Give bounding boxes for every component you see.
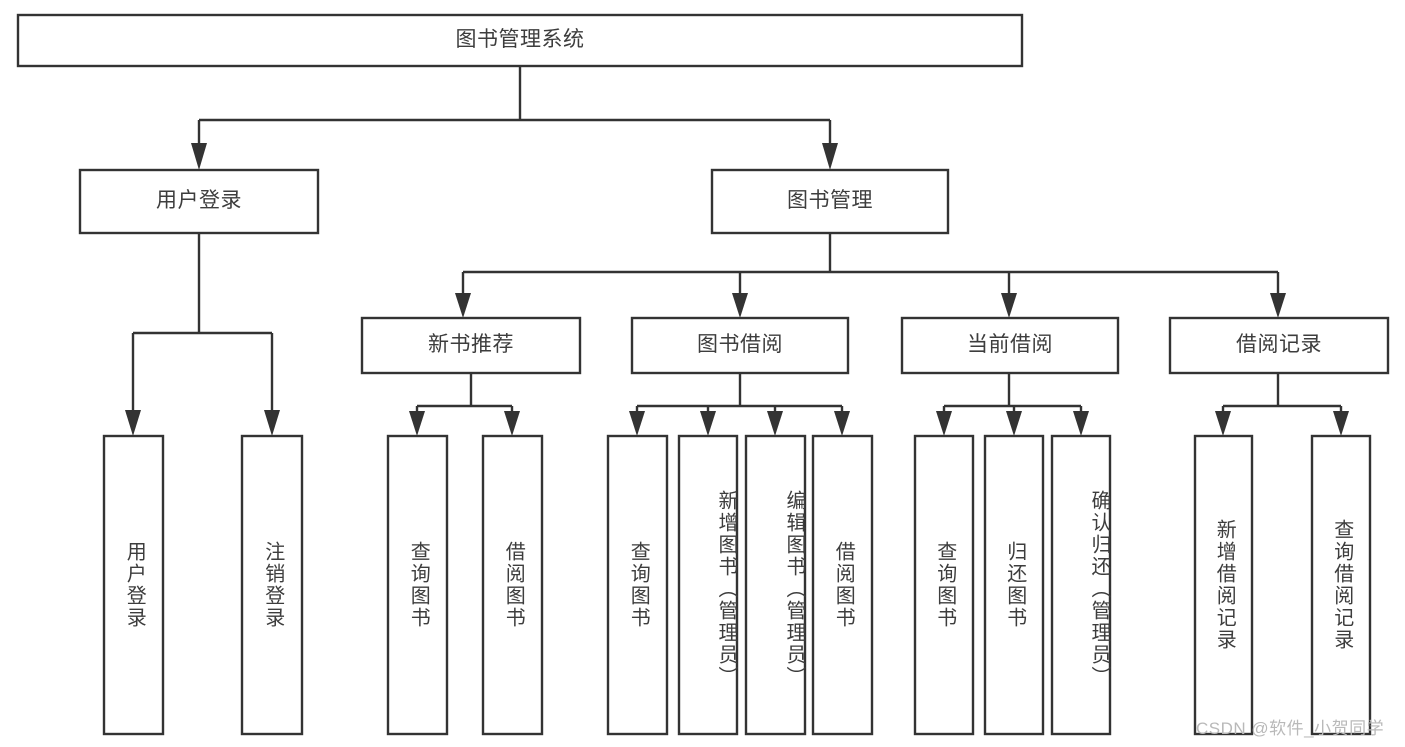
arrowhead-leaf-book-borrow-3 bbox=[767, 411, 783, 436]
arrowhead-leaf-book-borrow-4 bbox=[834, 411, 850, 436]
node-box-leaf-user-login-2[interactable] bbox=[240, 434, 304, 736]
node-box-leaf-current-borrow-1[interactable] bbox=[913, 434, 975, 736]
node-box-book-borrow[interactable] bbox=[630, 316, 850, 375]
node-box-leaf-user-login-1[interactable] bbox=[102, 434, 165, 736]
arrowhead-leaf-book-borrow-1 bbox=[629, 411, 645, 436]
arrowhead-user-login bbox=[191, 143, 207, 170]
node-box-leaf-book-borrow-1[interactable] bbox=[606, 434, 669, 736]
node-box-leaf-book-borrow-4[interactable] bbox=[811, 434, 874, 736]
watermark: CSDN @软件_小贺同学 bbox=[1196, 719, 1385, 738]
arrowhead-leaf-borrow-record-2 bbox=[1333, 411, 1349, 436]
arrowhead-leaf-current-borrow-3 bbox=[1073, 411, 1089, 436]
node-box-leaf-book-borrow-2[interactable] bbox=[677, 434, 739, 736]
node-box-leaf-new-book-2[interactable] bbox=[481, 434, 544, 736]
arrowhead-new-book-recommend bbox=[455, 293, 471, 318]
arrowhead-leaf-book-borrow-2 bbox=[700, 411, 716, 436]
arrowhead-leaf-new-book-1 bbox=[409, 411, 425, 436]
arrowhead-book-borrow bbox=[732, 293, 748, 318]
node-box-leaf-current-borrow-2[interactable] bbox=[983, 434, 1045, 736]
node-box-leaf-book-borrow-3[interactable] bbox=[744, 434, 807, 736]
node-box-root[interactable] bbox=[16, 13, 1024, 68]
arrowhead-leaf-user-login-2 bbox=[264, 410, 280, 436]
node-box-borrow-record[interactable] bbox=[1168, 316, 1390, 375]
arrowhead-leaf-new-book-2 bbox=[504, 411, 520, 436]
arrowhead-leaf-user-login-1 bbox=[125, 410, 141, 436]
arrowhead-current-borrow bbox=[1001, 293, 1017, 318]
arrowhead-leaf-current-borrow-2 bbox=[1006, 411, 1022, 436]
node-box-leaf-current-borrow-3[interactable] bbox=[1050, 434, 1112, 736]
node-box-leaf-borrow-record-2[interactable] bbox=[1310, 434, 1372, 736]
node-box-leaf-borrow-record-1[interactable] bbox=[1193, 434, 1254, 736]
node-box-user-login[interactable] bbox=[78, 168, 320, 235]
node-box-new-book-recommend[interactable] bbox=[360, 316, 582, 375]
node-box-current-borrow[interactable] bbox=[900, 316, 1120, 375]
arrowhead-leaf-current-borrow-1 bbox=[936, 411, 952, 436]
arrowhead-borrow-record bbox=[1270, 293, 1286, 318]
node-box-book-management[interactable] bbox=[710, 168, 950, 235]
node-box-leaf-new-book-1[interactable] bbox=[386, 434, 449, 736]
arrowhead-book-management bbox=[822, 143, 838, 170]
arrowhead-leaf-borrow-record-1 bbox=[1215, 411, 1231, 436]
